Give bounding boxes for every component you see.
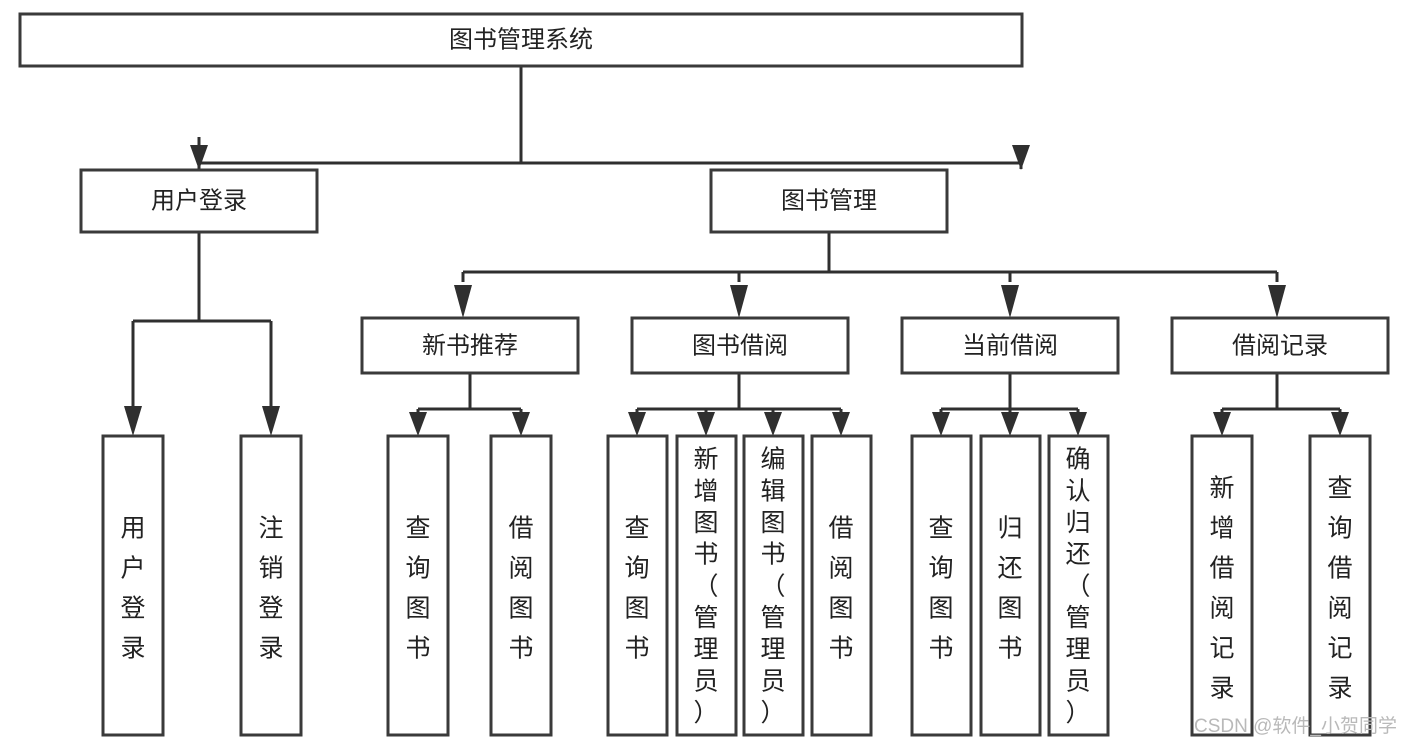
connector-userlogin-to-leaves bbox=[124, 232, 280, 436]
node-user-login[interactable]: 用户登录 bbox=[79, 168, 319, 234]
node-leaf-confirm-return[interactable]: 确认归还（管理员） bbox=[1047, 434, 1110, 737]
node-root[interactable]: 图书管理系统 bbox=[18, 12, 1024, 68]
node-leaf-borrow-book-2-rect[interactable] bbox=[810, 434, 873, 737]
connector-currentborrow-to-leaves bbox=[932, 373, 1087, 436]
node-leaf-confirm-return-rect[interactable] bbox=[1047, 434, 1110, 737]
node-leaf-edit-book-rect[interactable] bbox=[742, 434, 805, 737]
node-leaf-add-book-label: 新增图书（管理员） bbox=[693, 446, 718, 727]
node-root-rect[interactable] bbox=[18, 12, 1024, 68]
node-book-borrow-rect[interactable] bbox=[630, 316, 850, 375]
node-leaf-query-book-1-rect[interactable] bbox=[386, 434, 450, 737]
node-borrow-record-rect[interactable] bbox=[1170, 316, 1390, 375]
node-leaf-query-record[interactable]: 查询借阅记录 bbox=[1308, 434, 1372, 737]
node-book-manage[interactable]: 图书管理 bbox=[709, 168, 949, 234]
node-leaf-borrow-book-2-label: 借阅图书 bbox=[828, 515, 853, 663]
connector-newbook-to-leaves bbox=[409, 373, 530, 436]
node-leaf-add-record[interactable]: 新增借阅记录 bbox=[1190, 434, 1254, 737]
node-leaf-borrow-book-1-label: 借阅图书 bbox=[508, 515, 533, 663]
node-current-borrow-rect[interactable] bbox=[900, 316, 1120, 375]
node-book-borrow[interactable]: 图书借阅 bbox=[630, 316, 850, 375]
node-leaf-return-book[interactable]: 归还图书 bbox=[979, 434, 1042, 737]
node-leaf-query-record-label: 查询借阅记录 bbox=[1327, 475, 1352, 703]
node-book-manage-rect[interactable] bbox=[709, 168, 949, 234]
node-current-borrow-label: 当前借阅 bbox=[962, 332, 1058, 359]
node-user-login-label: 用户登录 bbox=[151, 187, 247, 214]
node-leaf-logout-login-rect[interactable] bbox=[239, 434, 303, 737]
node-leaf-confirm-return-label: 确认归还（管理员） bbox=[1065, 446, 1090, 727]
node-leaf-logout-login[interactable]: 注销登录 bbox=[239, 434, 303, 737]
node-leaf-borrow-book-1[interactable]: 借阅图书 bbox=[489, 434, 553, 737]
node-leaf-query-book-2-label: 查询图书 bbox=[624, 515, 649, 663]
node-new-book-recommend-rect[interactable] bbox=[360, 316, 580, 375]
connector-bookmanage-to-level3 bbox=[454, 232, 1286, 318]
node-borrow-record[interactable]: 借阅记录 bbox=[1170, 316, 1390, 375]
node-leaf-add-record-label: 新增借阅记录 bbox=[1209, 475, 1234, 703]
node-leaf-return-book-label: 归还图书 bbox=[997, 515, 1022, 663]
node-leaf-add-record-rect[interactable] bbox=[1190, 434, 1254, 737]
connector-root-to-level2 bbox=[190, 66, 1030, 170]
node-leaf-borrow-book-1-rect[interactable] bbox=[489, 434, 553, 737]
node-new-book-recommend-label: 新书推荐 bbox=[422, 332, 518, 359]
node-leaf-query-record-rect[interactable] bbox=[1308, 434, 1372, 737]
connector-borrowrecord-to-leaves bbox=[1213, 373, 1349, 436]
node-leaf-query-book-2[interactable]: 查询图书 bbox=[606, 434, 669, 737]
node-current-borrow[interactable]: 当前借阅 bbox=[900, 316, 1120, 375]
node-leaf-query-book-3-label: 查询图书 bbox=[928, 515, 953, 663]
node-leaf-query-book-3-rect[interactable] bbox=[910, 434, 973, 737]
connector-bookborrow-to-leaves bbox=[628, 373, 850, 436]
watermark-label: CSDN @软件_小贺同学 bbox=[1194, 715, 1397, 737]
node-leaf-logout-login-label: 注销登录 bbox=[258, 515, 283, 663]
node-leaf-query-book-1-label: 查询图书 bbox=[405, 515, 430, 663]
node-leaf-query-book-1[interactable]: 查询图书 bbox=[386, 434, 450, 737]
node-leaf-add-book[interactable]: 新增图书（管理员） bbox=[675, 434, 738, 737]
node-leaf-query-book-3[interactable]: 查询图书 bbox=[910, 434, 973, 737]
node-leaf-return-book-rect[interactable] bbox=[979, 434, 1042, 737]
node-leaf-add-book-rect[interactable] bbox=[675, 434, 738, 737]
node-user-login-rect[interactable] bbox=[79, 168, 319, 234]
node-new-book-recommend[interactable]: 新书推荐 bbox=[360, 316, 580, 375]
node-borrow-record-label: 借阅记录 bbox=[1232, 332, 1328, 359]
node-leaf-borrow-book-2[interactable]: 借阅图书 bbox=[810, 434, 873, 737]
node-leaf-user-login-rect[interactable] bbox=[101, 434, 165, 737]
node-leaf-query-book-2-rect[interactable] bbox=[606, 434, 669, 737]
node-leaf-user-login-label: 用户登录 bbox=[120, 515, 145, 663]
node-root-label: 图书管理系统 bbox=[449, 26, 593, 53]
node-leaf-edit-book-label: 编辑图书（管理员） bbox=[760, 446, 785, 727]
node-leaf-edit-book[interactable]: 编辑图书（管理员） bbox=[742, 434, 805, 737]
node-leaf-user-login[interactable]: 用户登录 bbox=[101, 434, 165, 737]
node-book-borrow-label: 图书借阅 bbox=[692, 332, 788, 359]
node-book-manage-label: 图书管理 bbox=[781, 187, 877, 214]
